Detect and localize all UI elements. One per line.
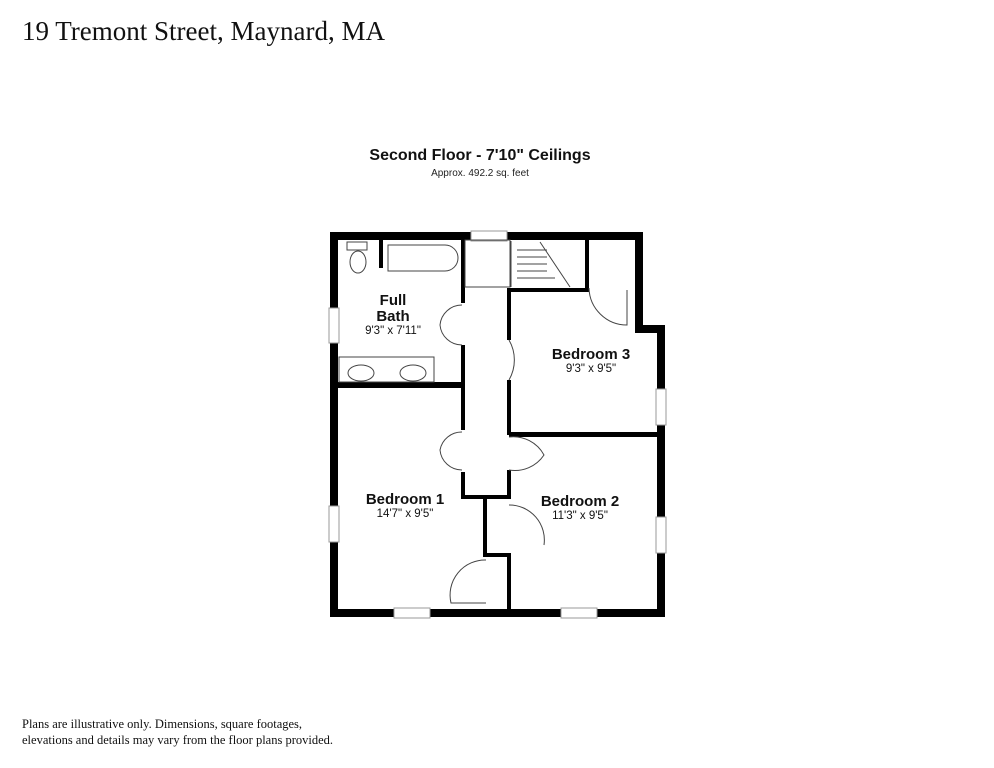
room-dims-full-bath: 9'3" x 7'11" (365, 325, 421, 337)
windows (328, 230, 667, 619)
room-name-bedroom-1: Bedroom 1 (366, 491, 444, 508)
disclaimer-line-2: elevations and details may vary from the… (22, 733, 334, 747)
room-dims-bedroom-2: 11'3" x 9'5" (552, 510, 608, 522)
room-name-full-bath: Full (380, 292, 407, 309)
room-name-bedroom-2: Bedroom 2 (541, 493, 619, 510)
listing-title: 19 Tremont Street, Maynard, MA (22, 16, 385, 46)
room-name-full-bath-2: Bath (376, 308, 409, 325)
room-dims-bedroom-3: 9'3" x 9'5" (566, 363, 616, 375)
fixtures (338, 239, 628, 604)
room-dims-bedroom-1: 14'7" x 9'5" (377, 508, 434, 520)
floor-area: Approx. 492.2 sq. feet (431, 168, 529, 179)
walls (330, 232, 665, 617)
room-name-bedroom-3: Bedroom 3 (552, 346, 630, 363)
floor-title: Second Floor - 7'10" Ceilings (369, 147, 591, 164)
disclaimer-line-1: Plans are illustrative only. Dimensions,… (22, 717, 303, 731)
disclaimer: Plans are illustrative only. Dimensions,… (22, 716, 333, 748)
